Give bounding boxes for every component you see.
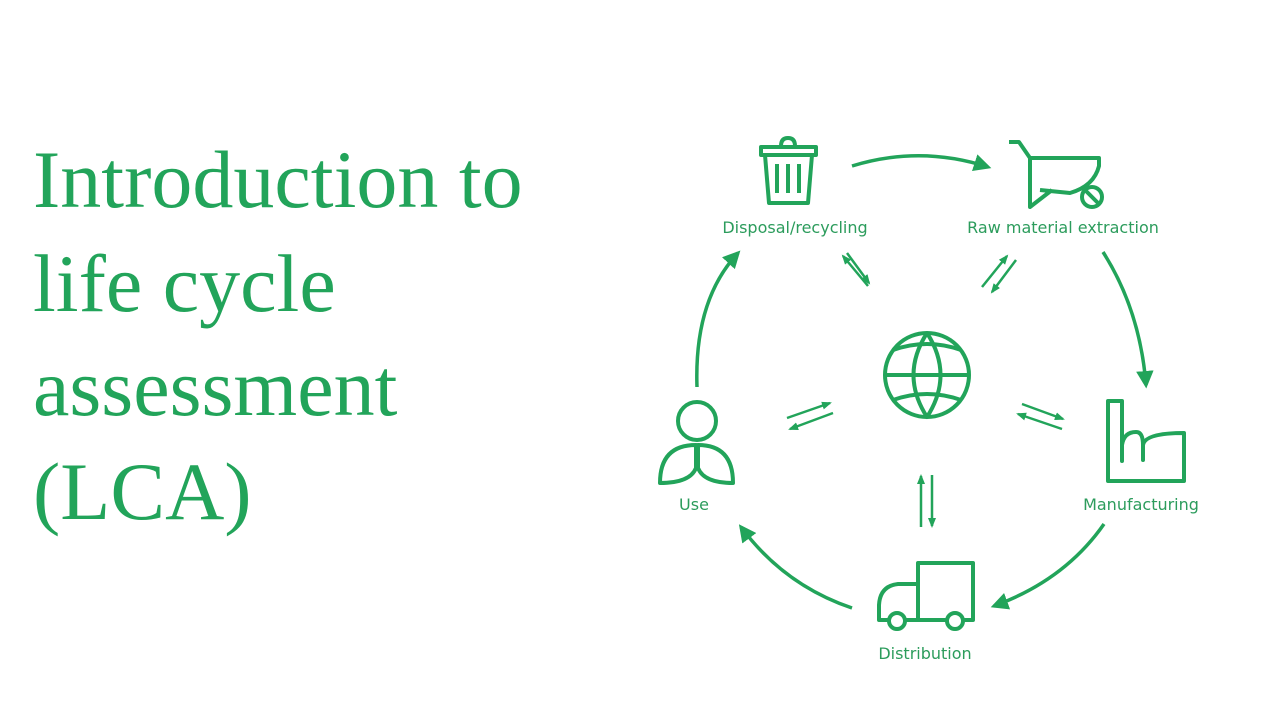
arrow-disposal-to-raw <box>851 154 992 172</box>
page-title: Introduction to life cycle assessment (L… <box>33 128 523 544</box>
factory-icon <box>1106 399 1186 483</box>
arrow-distribution-to-use <box>738 524 853 610</box>
truck-icon <box>877 561 975 631</box>
arrow-use-to-disposal <box>695 250 741 388</box>
exchange-arrows-raw <box>981 254 1017 294</box>
exchange-arrows-disposal <box>841 252 871 287</box>
label-raw-material-extraction: Raw material extraction <box>967 218 1159 237</box>
arrow-raw-to-manufacturing <box>1101 251 1154 389</box>
title-line: assessment <box>33 342 398 433</box>
exchange-arrows-use <box>786 401 834 431</box>
trash-can-icon <box>759 136 818 205</box>
exchange-arrows-distribution <box>917 474 936 528</box>
globe-icon <box>883 331 971 419</box>
label-manufacturing: Manufacturing <box>1083 495 1199 514</box>
exchange-arrows-manufacturing <box>1016 402 1065 431</box>
title-line: Introduction to <box>33 134 523 225</box>
arrow-manufacturing-to-distribution <box>990 522 1106 610</box>
title-line: life cycle <box>33 238 336 329</box>
wheelbarrow-icon <box>1009 140 1104 209</box>
title-line: (LCA) <box>33 446 252 537</box>
label-use: Use <box>679 495 709 514</box>
label-disposal-recycling: Disposal/recycling <box>722 218 867 237</box>
label-distribution: Distribution <box>878 644 971 663</box>
person-icon <box>658 400 735 485</box>
